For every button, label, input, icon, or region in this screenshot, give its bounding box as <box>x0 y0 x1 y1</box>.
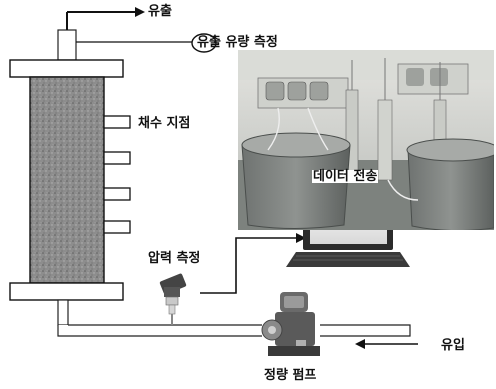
pressure-label: 압력 측정 <box>148 251 201 266</box>
sampling-port <box>103 220 131 234</box>
top-flange <box>9 59 124 78</box>
signal-arrow-icon <box>296 233 306 243</box>
outflow-label: 유출 <box>148 4 172 19</box>
sampling-ports <box>103 115 131 234</box>
metering-pump-icon <box>261 292 320 358</box>
data-transfer-label: 데이터 전송 <box>312 169 379 184</box>
outflow-arrow-icon <box>135 7 145 17</box>
sampling-point-label: 채수 지점 <box>138 116 191 131</box>
inflow-label: 유입 <box>441 338 465 353</box>
flow-meter-icon <box>191 33 217 53</box>
lab-photo <box>238 50 494 230</box>
outflow-rate-label: 유출 유량 측정 <box>197 35 278 50</box>
inflow-pipe <box>57 299 418 349</box>
pump-label: 정량 펌프 <box>264 368 317 383</box>
lab-photo-drawing <box>238 50 494 230</box>
bottom-flange <box>9 282 124 301</box>
sampling-port <box>103 151 131 165</box>
pressure-sensor-icon <box>159 273 187 325</box>
sampling-port <box>103 187 131 201</box>
inflow-arrow-icon <box>355 339 365 349</box>
sampling-port <box>103 115 131 129</box>
outflow-pipe <box>57 7 195 61</box>
soil-column <box>29 76 105 284</box>
